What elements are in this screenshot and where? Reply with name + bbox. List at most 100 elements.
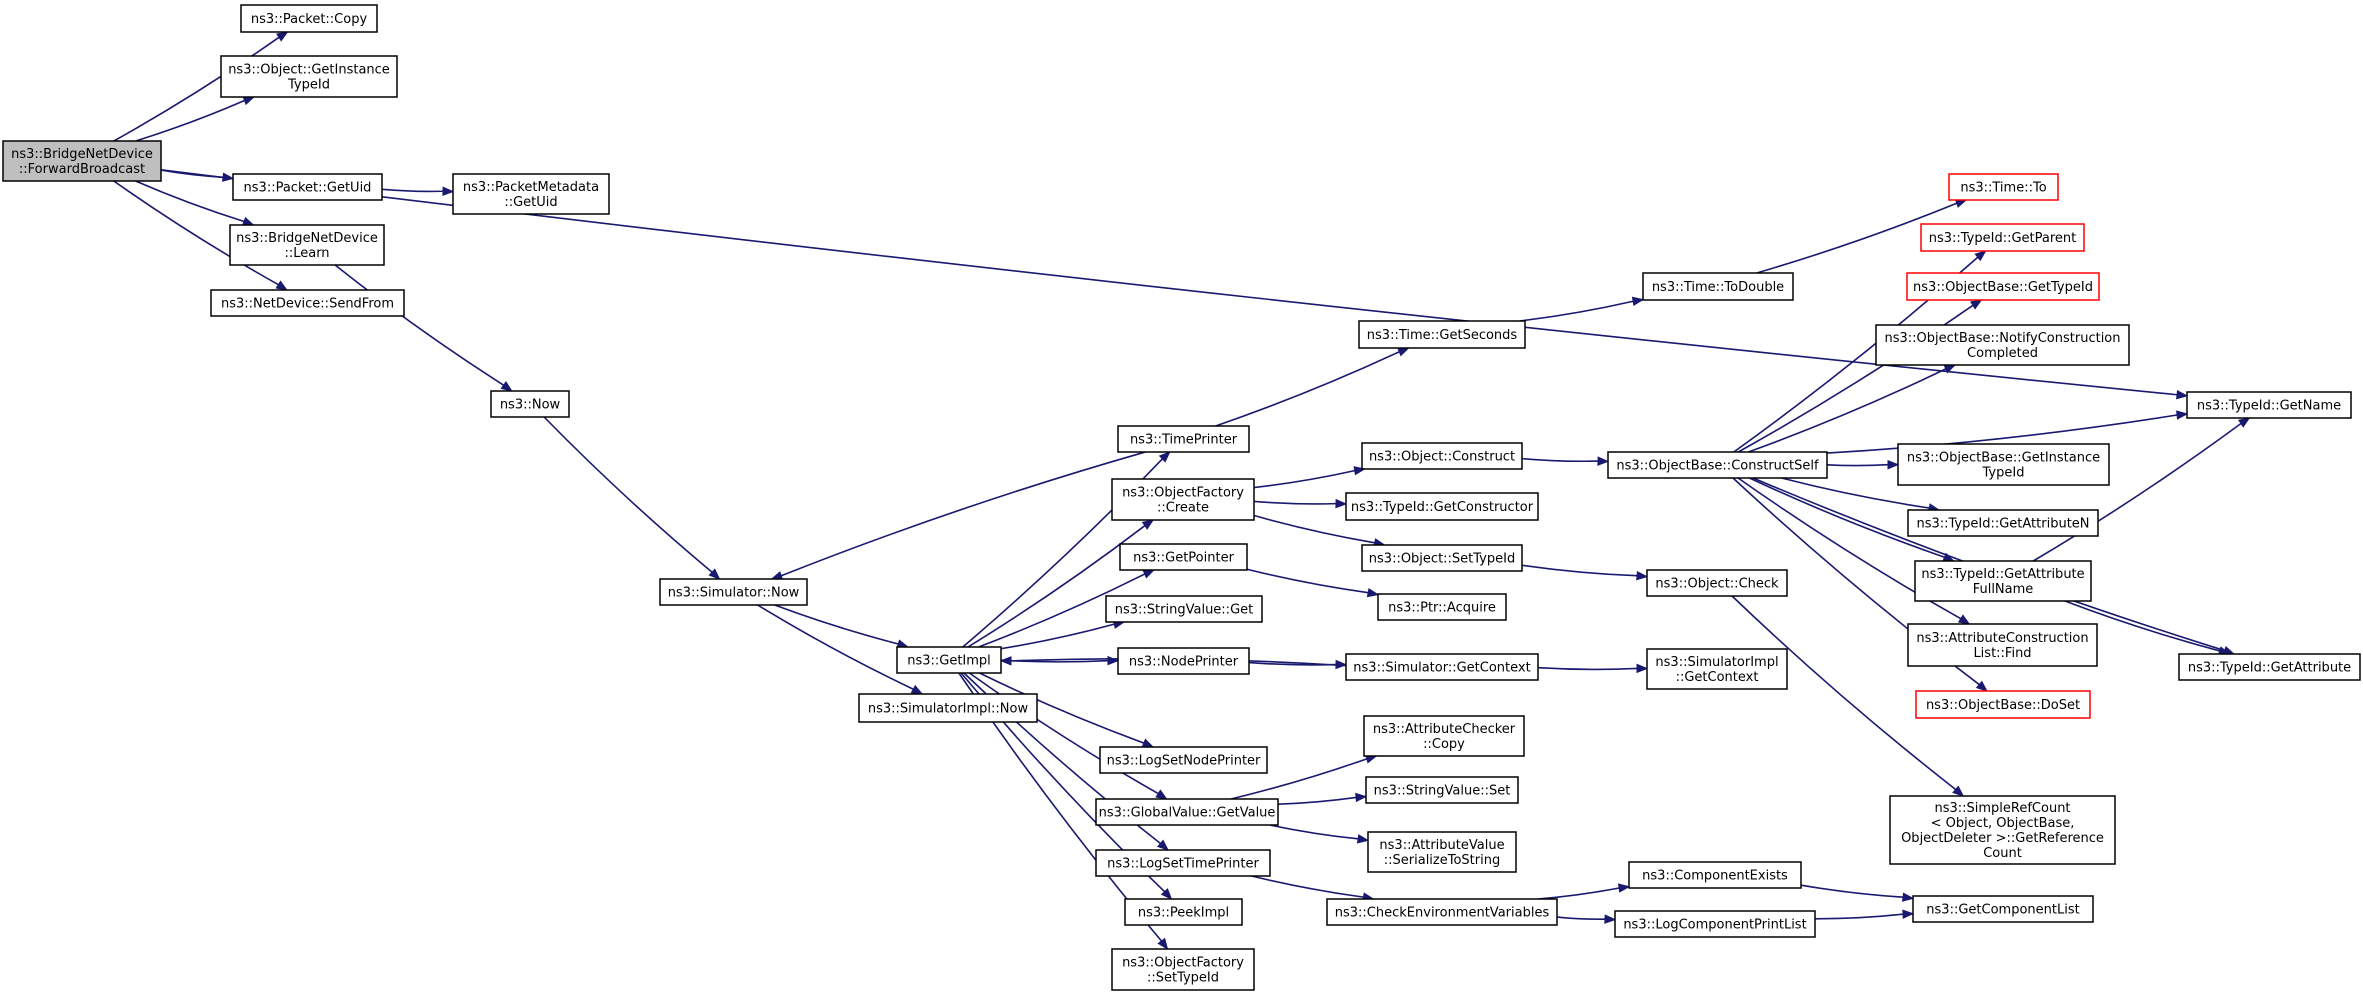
arrowhead-icon xyxy=(1636,570,1649,581)
edge-line xyxy=(1000,623,1115,650)
edge-line xyxy=(1230,758,1368,800)
edge-line xyxy=(1748,368,1947,453)
node-simimplgetcontext[interactable]: ns3::SimulatorImpl::GetContext xyxy=(1646,648,1788,690)
node-label: ns3::LogSetTimePrinter xyxy=(1107,857,1259,872)
node-obgettypeid[interactable]: ns3::ObjectBase::GetTypeId xyxy=(1906,272,2100,301)
node-tidgetparent[interactable]: ns3::TypeId::GetParent xyxy=(1920,223,2085,252)
arrowhead-icon xyxy=(1158,451,1171,463)
node-obdoset[interactable]: ns3::ObjectBase::DoSet xyxy=(1915,690,2091,719)
node-now[interactable]: ns3::Now xyxy=(490,390,570,418)
node-avsts[interactable]: ns3::AttributeValue::SerializeToString xyxy=(1367,831,1517,873)
arrowhead-icon xyxy=(241,216,255,226)
node-gvgetvalue[interactable]: ns3::GlobalValue::GetValue xyxy=(1095,798,1279,826)
arrowhead-icon xyxy=(708,568,721,580)
node-pcopy[interactable]: ns3::Packet::Copy xyxy=(240,4,378,33)
node-objcheck[interactable]: ns3::Object::Check xyxy=(1646,569,1788,597)
arrowhead-icon xyxy=(2176,389,2189,400)
arrowhead-icon xyxy=(2176,410,2189,420)
node-ofcreate[interactable]: ns3::ObjectFactory::Create xyxy=(1111,478,1255,521)
node-svset[interactable]: ns3::StringValue::Set xyxy=(1365,776,1519,804)
arrowhead-icon xyxy=(275,280,288,291)
node-nodeprinter[interactable]: ns3::NodePrinter xyxy=(1117,647,1250,675)
node-pmguid[interactable]: ns3::PacketMetadata::GetUid xyxy=(452,173,610,215)
arrowhead-icon xyxy=(999,656,1012,666)
node-timegetseconds[interactable]: ns3::Time::GetSeconds xyxy=(1358,320,1526,349)
edge-line xyxy=(2032,422,2242,562)
node-timeto[interactable]: ns3::Time::To xyxy=(1948,173,2059,201)
node-box xyxy=(1642,272,1794,301)
node-checkenv[interactable]: ns3::CheckEnvironmentVariables xyxy=(1326,898,1558,926)
edge-learn-to-now xyxy=(334,264,513,392)
node-label: Count xyxy=(1983,846,2022,861)
node-svget[interactable]: ns3::StringValue::Get xyxy=(1105,595,1263,623)
node-simimplnow[interactable]: ns3::SimulatorImpl::Now xyxy=(858,693,1038,723)
arrowhead-icon xyxy=(1155,789,1168,800)
node-ptracquire[interactable]: ns3::Ptr::Acquire xyxy=(1377,593,1507,621)
node-label: ns3::GetComponentList xyxy=(1926,903,2079,918)
node-timetodouble[interactable]: ns3::Time::ToDouble xyxy=(1642,272,1794,301)
node-ofsettypeid[interactable]: ns3::ObjectFactory::SetTypeId xyxy=(1111,948,1255,991)
node-simgetcontext[interactable]: ns3::Simulator::GetContext xyxy=(1345,653,1539,681)
edge-line xyxy=(1749,477,1945,558)
node-objconstruct[interactable]: ns3::Object::Construct xyxy=(1361,442,1523,470)
edge-line xyxy=(1253,469,1355,489)
node-tidgetname[interactable]: ns3::TypeId::GetName xyxy=(2186,391,2352,419)
node-box xyxy=(1907,623,2098,667)
edge-line xyxy=(1246,568,1369,594)
node-fwd[interactable]: ns3::BridgeNetDevice::ForwardBroadcast xyxy=(2,140,162,182)
node-label: ns3::TypeId::GetConstructor xyxy=(1351,500,1534,515)
node-getcomplist[interactable]: ns3::GetComponentList xyxy=(1912,895,2094,923)
arrowhead-icon xyxy=(1107,655,1120,666)
node-label: ns3::BridgeNetDevice xyxy=(236,231,378,246)
node-box xyxy=(1117,647,1250,675)
edge-line xyxy=(1519,300,1634,322)
arrowhead-icon xyxy=(1157,937,1169,951)
node-tidgetconstructor[interactable]: ns3::TypeId::GetConstructor xyxy=(1345,492,1539,521)
node-label: ns3::NodePrinter xyxy=(1129,655,1239,670)
node-obnotify[interactable]: ns3::ObjectBase::NotifyConstructionCompl… xyxy=(1875,324,2130,366)
node-box xyxy=(1345,653,1539,681)
node-box xyxy=(1326,898,1558,926)
node-box xyxy=(240,4,378,33)
node-obconstructself[interactable]: ns3::ObjectBase::ConstructSelf xyxy=(1607,451,1828,479)
node-learn[interactable]: ns3::BridgeNetDevice::Learn xyxy=(229,224,385,266)
arrowhead-icon xyxy=(1142,569,1156,579)
arrowhead-icon xyxy=(1160,888,1173,900)
node-label: ns3::StringValue::Set xyxy=(1374,784,1511,799)
node-getpointer[interactable]: ns3::GetPointer xyxy=(1119,543,1248,571)
arrowhead-icon xyxy=(1887,459,1900,470)
node-label: TypeId xyxy=(287,78,330,93)
node-timeprinter[interactable]: ns3::TimePrinter xyxy=(1117,425,1250,453)
node-getimpl[interactable]: ns3::GetImpl xyxy=(896,646,1002,674)
node-tidgetattrn[interactable]: ns3::TypeId::GetAttributeN xyxy=(1907,509,2099,537)
node-box xyxy=(2178,653,2361,681)
node-lsnp[interactable]: ns3::LogSetNodePrinter xyxy=(1099,746,1268,774)
node-sendfrom[interactable]: ns3::NetDevice::SendFrom xyxy=(210,289,405,317)
node-accopy[interactable]: ns3::AttributeChecker::Copy xyxy=(1363,715,1525,757)
node-label: ::GetContext xyxy=(1676,670,1759,685)
edge-objcheck-to-srcgetref xyxy=(1731,595,1965,797)
node-box xyxy=(1906,272,2100,301)
node-pguid[interactable]: ns3::Packet::GetUid xyxy=(232,173,383,201)
node-logcompprint[interactable]: ns3::LogComponentPrintList xyxy=(1614,910,1816,938)
node-label: ns3::Time::GetSeconds xyxy=(1367,328,1518,343)
node-peekimpl[interactable]: ns3::PeekImpl xyxy=(1124,898,1243,926)
node-label: ns3::TypeId::GetAttribute xyxy=(1921,567,2084,582)
arrowhead-icon xyxy=(1631,296,1645,307)
node-label: ns3::Time::ToDouble xyxy=(1652,280,1784,295)
edge-fwd-to-pcopy xyxy=(113,31,289,142)
node-lstp[interactable]: ns3::LogSetTimePrinter xyxy=(1095,849,1271,877)
node-tidgetattr[interactable]: ns3::TypeId::GetAttribute xyxy=(2178,653,2361,681)
node-srcgetref[interactable]: ns3::SimpleRefCount< Object, ObjectBase,… xyxy=(1889,795,2116,865)
node-box xyxy=(1915,690,2091,719)
node-box xyxy=(1889,795,2116,865)
node-label: ns3::StringValue::Get xyxy=(1115,603,1253,618)
node-simnow[interactable]: ns3::Simulator::Now xyxy=(659,578,808,606)
edge-getpointer-to-ptracquire xyxy=(1246,568,1380,598)
node-compexists[interactable]: ns3::ComponentExists xyxy=(1628,861,1802,889)
node-objsettypeid[interactable]: ns3::Object::SetTypeId xyxy=(1361,544,1523,572)
